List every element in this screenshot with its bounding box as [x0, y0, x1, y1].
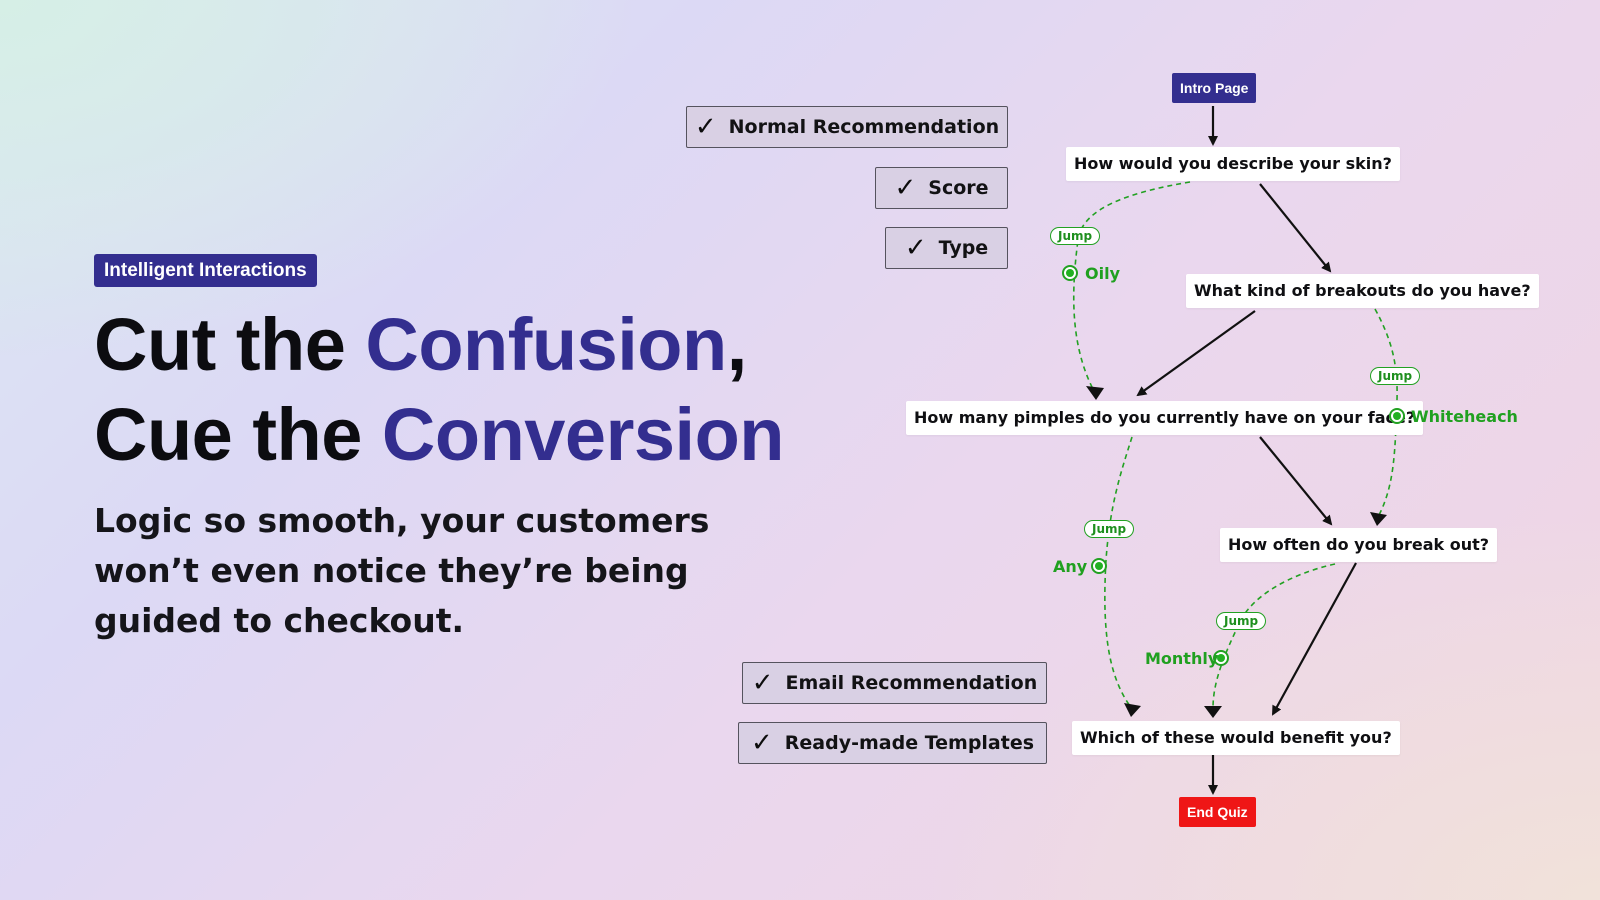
- check-icon: ✓: [904, 233, 927, 263]
- feature-label: Normal Recommendation: [728, 116, 1000, 138]
- condition-label-oily: Oily: [1085, 264, 1120, 283]
- hero-headline: Cut the Confusion, Cue the Conversion: [94, 300, 785, 480]
- jump-arrowhead-whiteheach: [1370, 512, 1387, 526]
- check-icon: ✓: [694, 112, 717, 142]
- condition-label-monthly: Monthly: [1145, 649, 1219, 668]
- hero-badge: Intelligent Interactions: [94, 254, 317, 287]
- condition-label-whiteheach: Whiteheach: [1411, 407, 1518, 426]
- flow-start-node: Intro Page: [1172, 73, 1257, 103]
- flow-question-3: How many pimples do you currently have o…: [906, 401, 1424, 435]
- jump-tag-monthly: Jump: [1216, 612, 1267, 630]
- flow-arrow-q3-to-q4: [1259, 436, 1333, 526]
- headline-line2-accent: Conversion: [381, 393, 785, 476]
- check-icon: ✓: [750, 728, 773, 758]
- flow-end-node: End Quiz: [1179, 797, 1256, 827]
- flow-question-2: What kind of breakouts do you have?: [1186, 274, 1539, 308]
- condition-dot-monthly: [1213, 650, 1229, 666]
- feature-score: ✓ Score: [875, 167, 1008, 209]
- feature-label: Type: [938, 237, 989, 259]
- jump-arrowhead-monthly: [1204, 706, 1222, 718]
- jump-tag-whiteheach: Jump: [1370, 367, 1421, 385]
- check-icon: ✓: [894, 173, 917, 203]
- flow-question-5: Which of these would benefit you?: [1072, 721, 1400, 755]
- jump-tag-any: Jump: [1084, 520, 1135, 538]
- condition-label-any: Any: [1053, 557, 1088, 576]
- headline-line1-accent: Confusion: [365, 303, 727, 386]
- headline-line2-plain: Cue the: [94, 393, 382, 476]
- check-icon: ✓: [751, 668, 774, 698]
- feature-normal-recommendation: ✓ Normal Recommendation: [686, 106, 1008, 148]
- headline-line1-tail: ,: [726, 303, 748, 386]
- jump-arrowhead-oily: [1086, 386, 1104, 400]
- jump-path-any: [1104, 436, 1133, 707]
- jump-path-oily: [1072, 181, 1191, 394]
- feature-label: Email Recommendation: [785, 672, 1038, 694]
- jump-path-whiteheach: [1374, 308, 1398, 518]
- hero-subcopy: Logic so smooth, your customers won’t ev…: [94, 501, 710, 640]
- jump-arrowhead-any: [1124, 703, 1141, 717]
- jump-tag-oily: Jump: [1050, 227, 1101, 245]
- flow-question-1: How would you describe your skin?: [1066, 147, 1400, 181]
- feature-label: Ready-made Templates: [784, 732, 1035, 754]
- jump-path-monthly: [1212, 563, 1336, 709]
- condition-dot-whiteheach: [1389, 408, 1405, 424]
- flow-arrow-q4-to-q5: [1272, 562, 1357, 716]
- feature-email-recommendation: ✓ Email Recommendation: [742, 662, 1047, 704]
- condition-dot-oily: [1062, 265, 1078, 281]
- feature-label: Score: [928, 177, 989, 199]
- flow-arrow-q2-to-q3: [1136, 310, 1256, 397]
- headline-line1-plain: Cut the: [94, 303, 366, 386]
- flow-arrow-q1-to-q2: [1259, 183, 1332, 273]
- feature-ready-made-templates: ✓ Ready-made Templates: [738, 722, 1047, 764]
- condition-dot-any: [1091, 558, 1107, 574]
- flow-question-4: How often do you break out?: [1220, 528, 1498, 562]
- feature-type: ✓ Type: [885, 227, 1008, 269]
